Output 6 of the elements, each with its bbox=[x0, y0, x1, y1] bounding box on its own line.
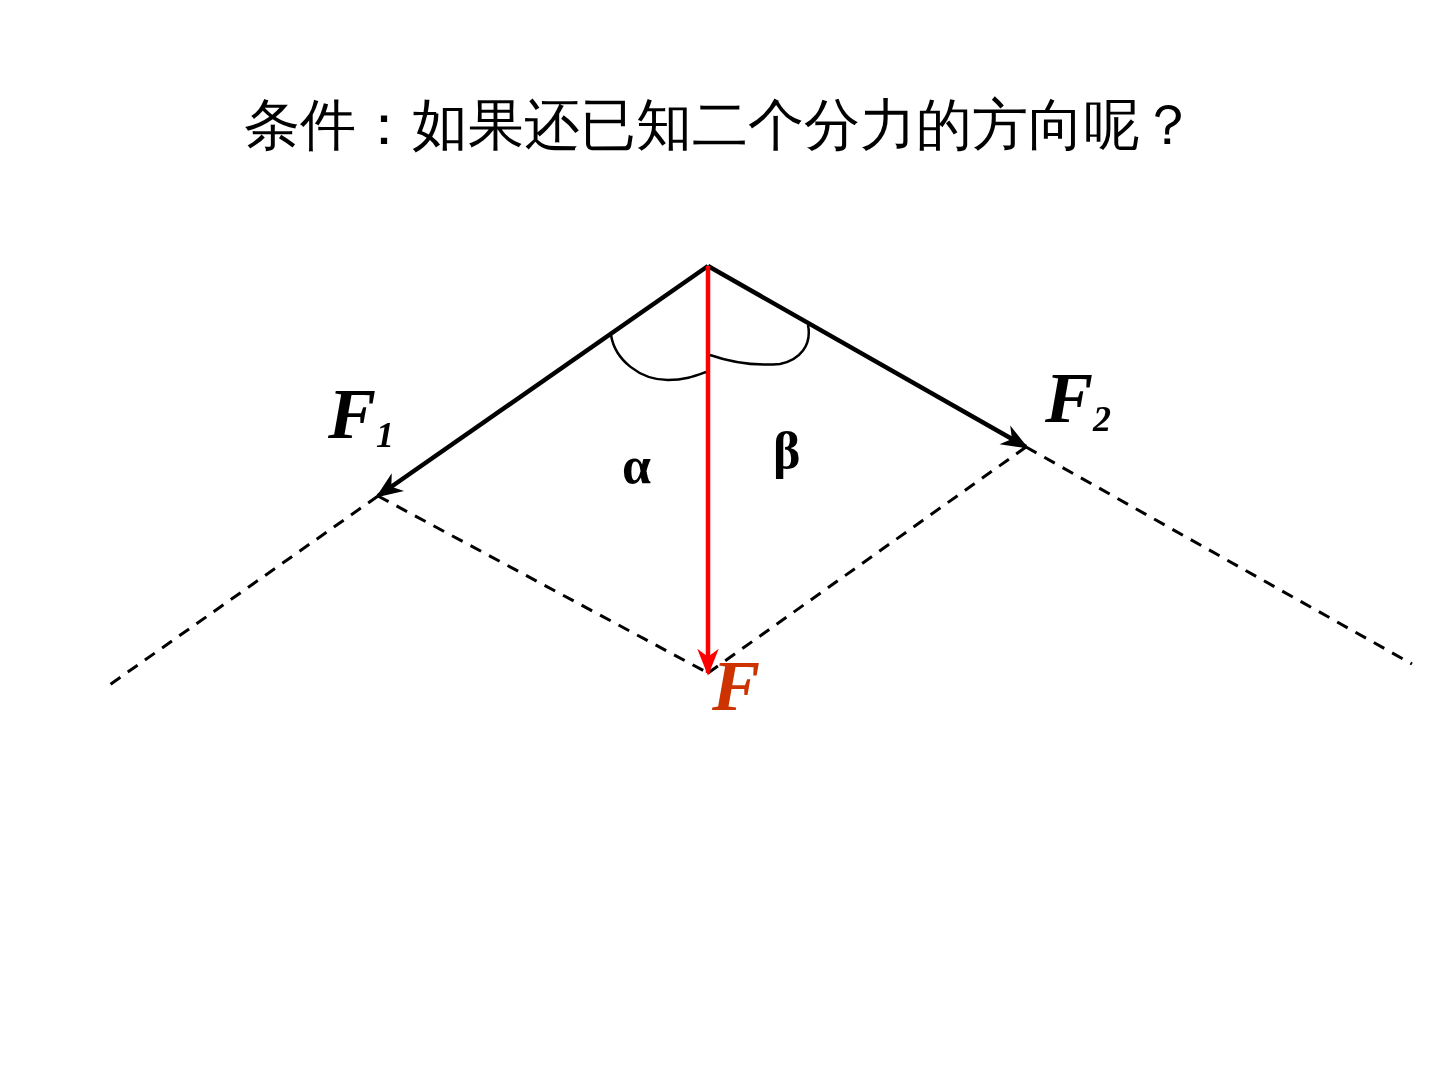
resultant-force-label: F bbox=[712, 650, 761, 722]
angle-label: α bbox=[622, 440, 652, 492]
force-label: F$_{1}$ bbox=[328, 378, 395, 453]
angle-label: β bbox=[773, 425, 801, 477]
title: 条件：如果还已知二个分力的方向呢？ bbox=[243, 91, 1197, 159]
force-label: F$_{2}$ bbox=[1045, 362, 1112, 437]
